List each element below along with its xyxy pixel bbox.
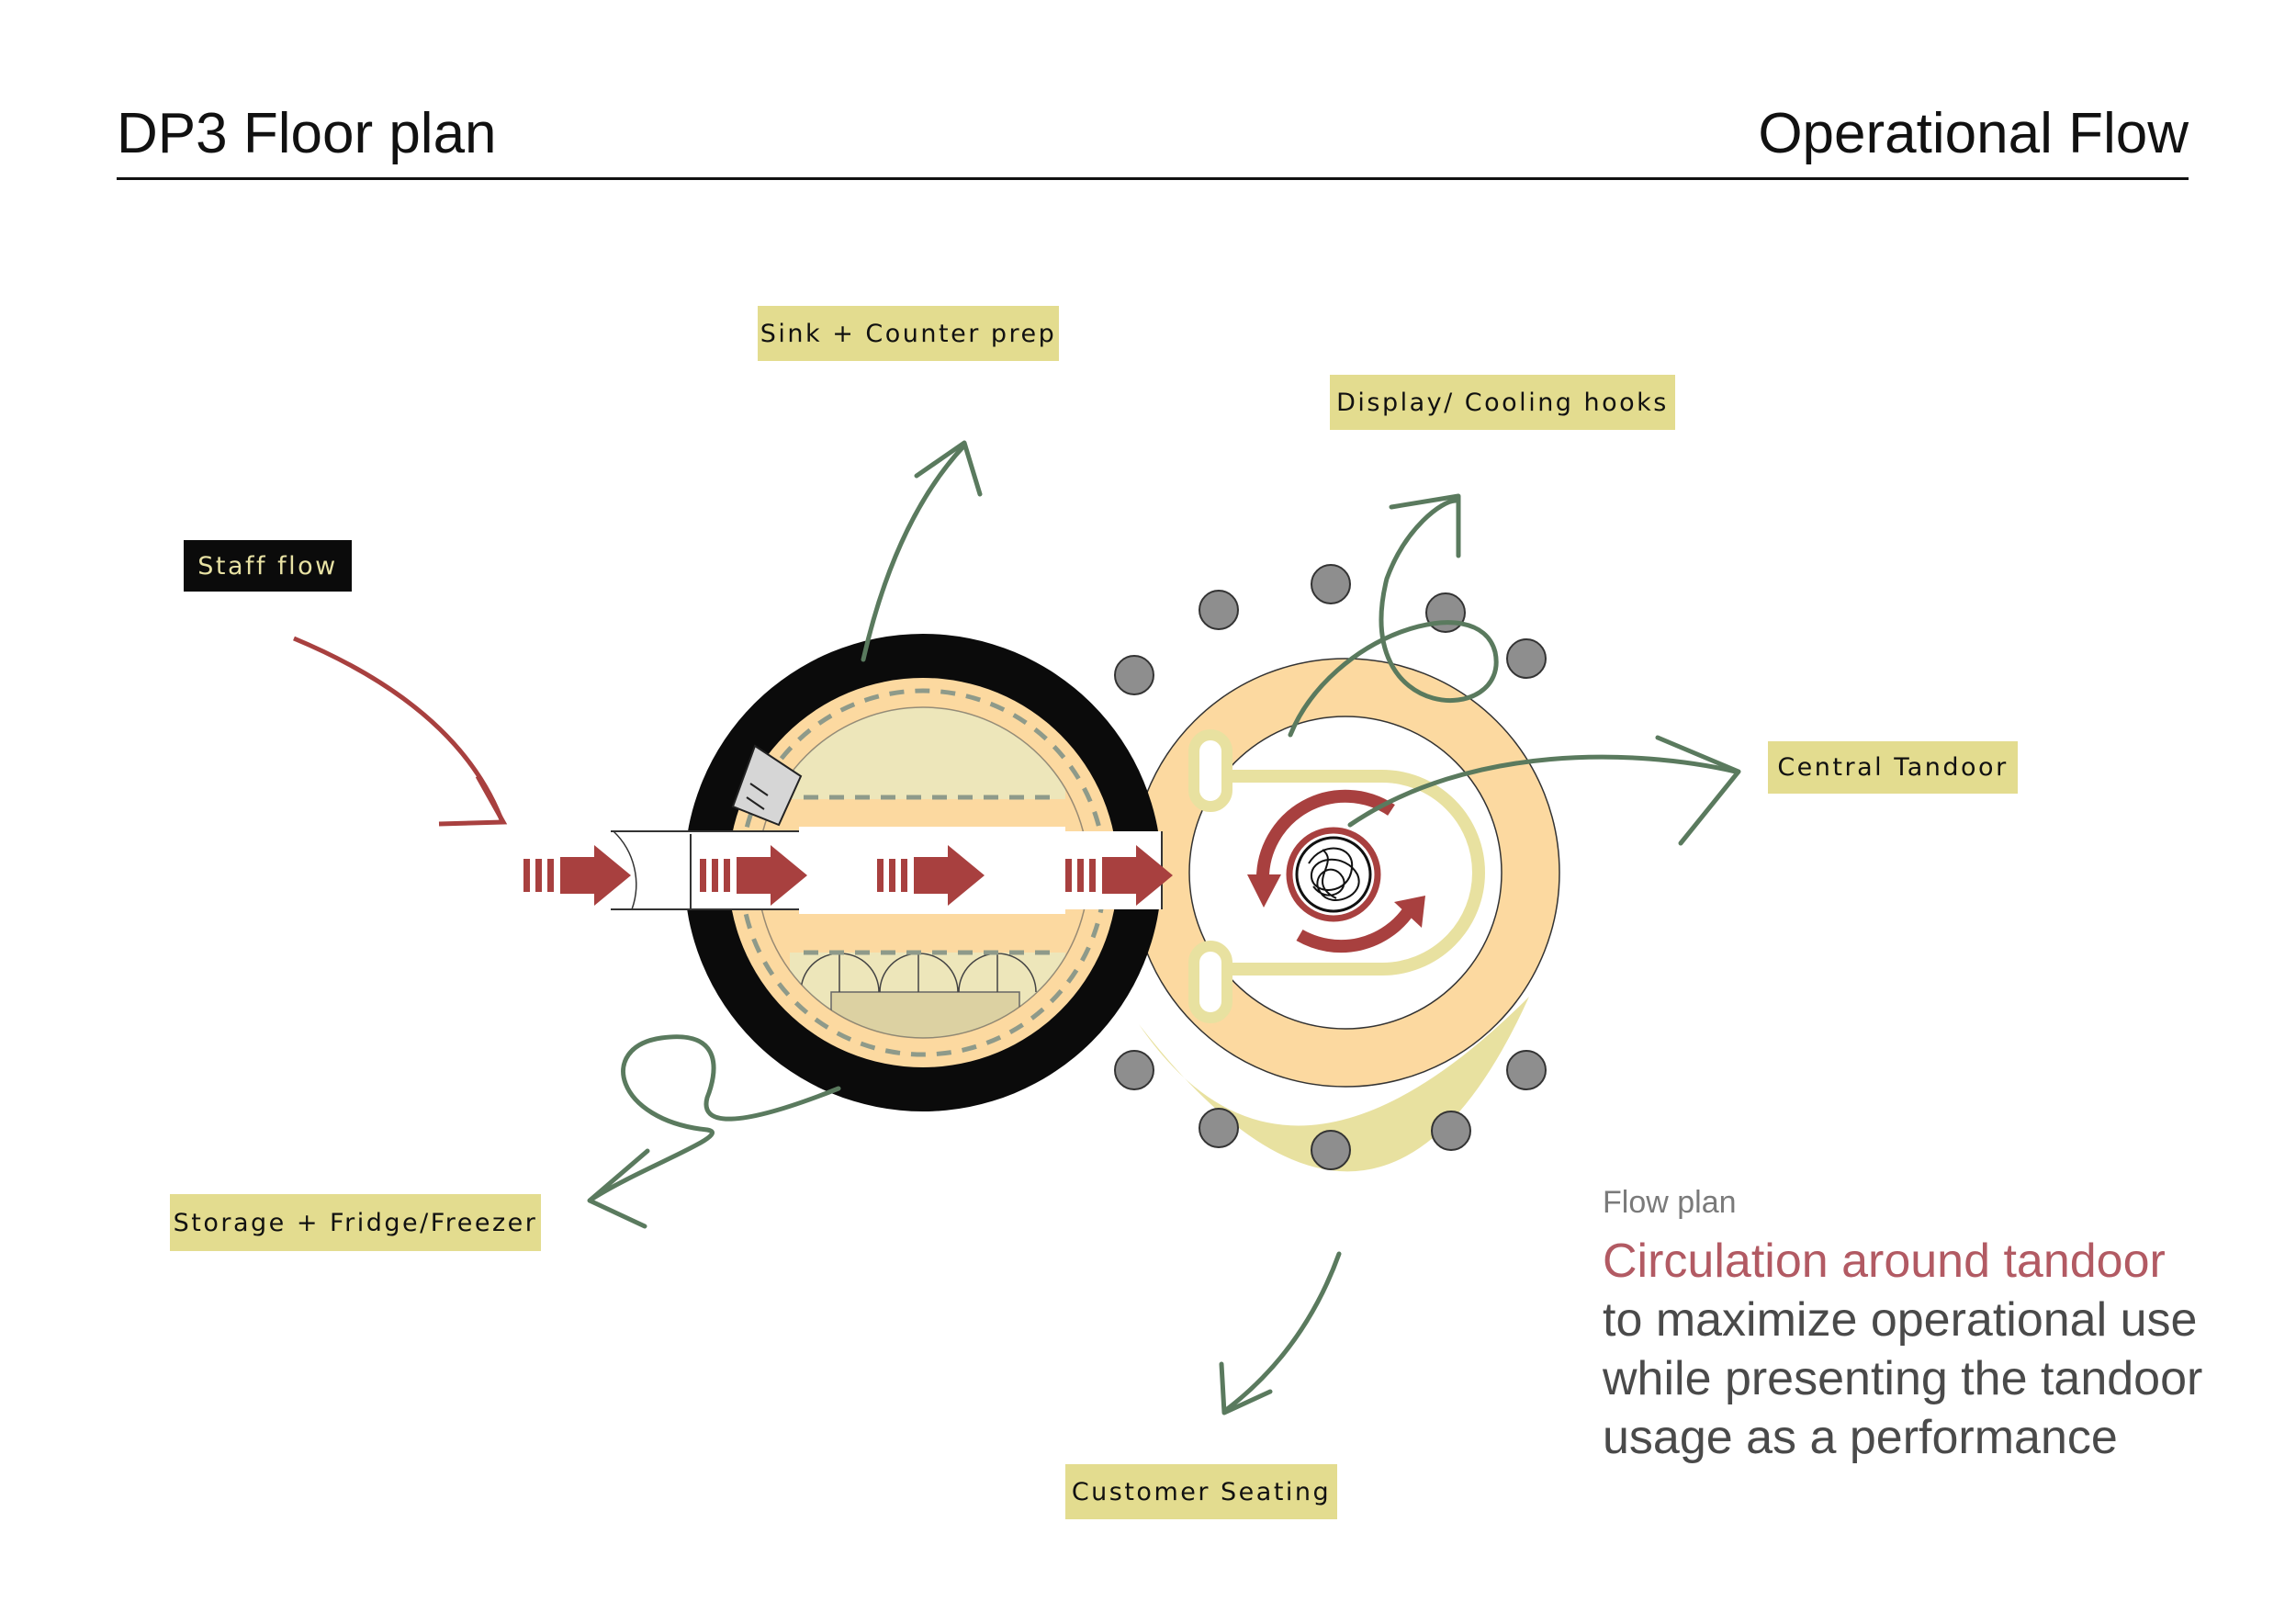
section-title: Operational Flow xyxy=(1758,102,2189,165)
header-divider xyxy=(117,177,2189,180)
tandoor-oven xyxy=(1286,827,1381,922)
green-flows xyxy=(587,440,1741,1415)
notes-body: to maximize operational use while presen… xyxy=(1603,1293,2203,1464)
seat xyxy=(1311,564,1351,604)
flow-chevron-icon xyxy=(523,845,631,906)
flow-to-storage-arrow xyxy=(587,1034,841,1229)
hook-end-bottom xyxy=(1188,941,1232,1023)
staff-flow xyxy=(293,636,508,827)
seat xyxy=(1425,592,1466,633)
hook-end-top xyxy=(1188,729,1232,812)
label-staff-flow: Staff flow xyxy=(184,540,352,592)
fire-scribble-icon xyxy=(1308,847,1360,901)
seat xyxy=(1114,655,1154,695)
staff-flow-arrow xyxy=(293,636,505,823)
flow-chevron-icon xyxy=(877,845,985,906)
flow-to-seating-arrow xyxy=(1219,1251,1342,1415)
page-title: DP3 Floor plan xyxy=(117,102,497,165)
seat xyxy=(1199,590,1239,630)
flow-to-display-arrow xyxy=(1288,493,1499,738)
seat xyxy=(1506,638,1547,679)
flow-chevron-icon xyxy=(700,845,807,906)
label-customer-seating: Customer Seating xyxy=(1065,1464,1337,1519)
fridge-doors xyxy=(800,953,1037,993)
label-central-tandoor: Central Tandoor xyxy=(1768,741,2018,794)
staff-flow-chevrons xyxy=(523,845,1173,906)
seat xyxy=(1114,1050,1154,1090)
sink-unit xyxy=(731,744,803,827)
flow-to-sink-arrow xyxy=(861,440,983,662)
seat xyxy=(1311,1130,1351,1170)
label-sink-counter-prep: Sink + Counter prep xyxy=(758,306,1059,361)
flow-chevron-icon xyxy=(1065,845,1173,906)
label-storage-fridge-freezer: Storage + Fridge/Freezer xyxy=(170,1194,541,1251)
flow-plan-notes: Flow plan Circulation around tandoor to … xyxy=(1603,1185,2227,1467)
circulation-arrow-icon xyxy=(1255,789,1395,883)
notes-lead: Circulation around tandoor xyxy=(1603,1235,2166,1288)
notes-subtitle: Flow plan xyxy=(1603,1185,1737,1220)
label-display-cooling-hooks: Display/ Cooling hooks xyxy=(1330,375,1675,430)
seat xyxy=(1431,1111,1471,1151)
display-cooling-hooks xyxy=(1212,770,1485,976)
seat xyxy=(1199,1108,1239,1148)
flow-to-tandoor-label-arrow xyxy=(1347,735,1741,846)
central-tandoor xyxy=(1247,789,1425,953)
circulation-arrow-icon xyxy=(1296,905,1415,953)
seat xyxy=(1506,1050,1547,1090)
entry-door xyxy=(613,830,637,910)
